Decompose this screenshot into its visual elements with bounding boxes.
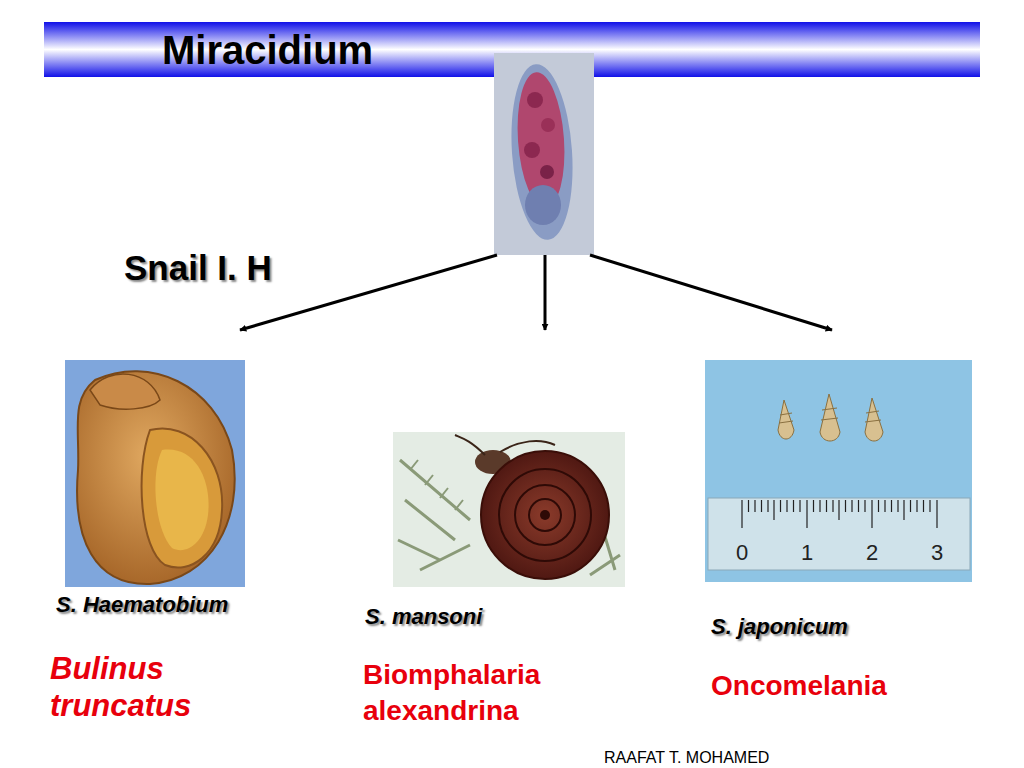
- arrow-connector: [240, 255, 497, 330]
- snail-node: S. japonicumOncomelania: [705, 330, 977, 710]
- snail-name: Bulinus truncatus: [50, 650, 250, 724]
- snail-node: S. HaematobiumBulinus truncatus: [48, 330, 262, 740]
- miracidium-image: [494, 53, 594, 255]
- arrow-connector: [590, 255, 832, 330]
- snail-node: S. mansoniBiomphalaria alexandrina: [360, 330, 632, 740]
- author-label: RAAFAT T. MOHAMED: [604, 749, 769, 767]
- species-name: S. japonicum: [711, 614, 848, 640]
- species-name: S. mansoni: [365, 604, 482, 630]
- host-label: Snail I. H: [124, 248, 272, 288]
- arrow-connector: [544, 255, 547, 330]
- ruler-number: 2: [866, 540, 878, 566]
- miracidium-node: Miracidium: [494, 53, 594, 255]
- ruler-number: 0: [736, 540, 748, 566]
- bulinus-photo: [65, 360, 245, 587]
- title-text: Miracidium: [162, 28, 373, 73]
- biomphalaria-photo: [393, 432, 625, 587]
- oncomelania-photo: [705, 360, 972, 582]
- species-name: S. Haematobium: [56, 592, 228, 618]
- snail-name: Oncomelania: [711, 670, 887, 702]
- ruler-number: 1: [801, 540, 813, 566]
- snail-name: Biomphalaria alexandrina: [363, 657, 628, 730]
- ruler-number: 3: [931, 540, 943, 566]
